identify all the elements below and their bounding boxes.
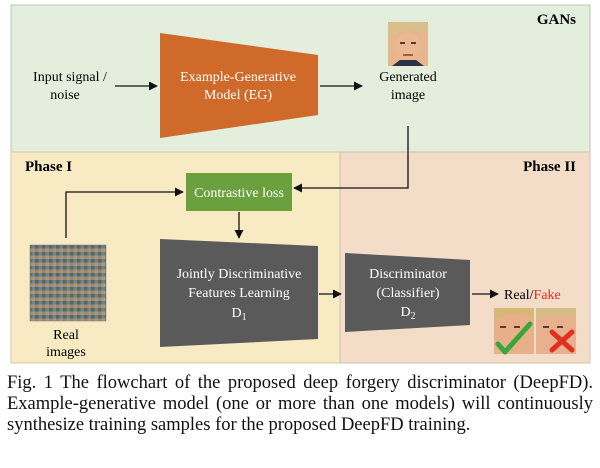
arrow-generated-to-loss (293, 126, 409, 193)
generated-image-label-2: image (391, 88, 425, 103)
real-images-grid (29, 244, 107, 322)
contrastive-loss-box (186, 173, 292, 211)
eg-label: Example-Generative (180, 70, 296, 85)
input-signal-label: Input signal / (33, 70, 107, 85)
jointly-discriminative-block (160, 239, 318, 347)
input-signal-label-2: noise (50, 88, 80, 103)
fake-face-cross-icon (536, 308, 576, 354)
jd-label-2: Features Learning (188, 286, 289, 301)
jd-label: Jointly Discriminative (177, 267, 302, 282)
real-images-label: Real (53, 328, 79, 343)
jd-label-3: D1 (231, 306, 246, 323)
figure-caption: Fig. 1 The flowchart of the proposed dee… (7, 373, 593, 435)
real-fake-output: Real/Fake (504, 288, 561, 303)
contrastive-loss-label: Contrastive loss (194, 186, 284, 201)
phase1-title: Phase I (25, 159, 72, 175)
real-images-label-2: images (46, 345, 86, 360)
generated-face-image (388, 22, 428, 66)
discriminator-block (345, 253, 470, 332)
arrow-real-images-to-loss (65, 187, 184, 238)
real-face-check-icon (494, 308, 534, 355)
discriminator-label: Discriminator (369, 267, 447, 282)
generated-image-label: Generated (379, 70, 437, 85)
discriminator-label-3: D2 (400, 305, 415, 322)
eg-label-2: Model (EG) (204, 88, 272, 103)
gans-title: GANs (537, 12, 576, 28)
phase2-title: Phase II (523, 159, 576, 175)
example-generative-model-block (160, 33, 318, 138)
discriminator-label-2: (Classifier) (377, 286, 440, 301)
